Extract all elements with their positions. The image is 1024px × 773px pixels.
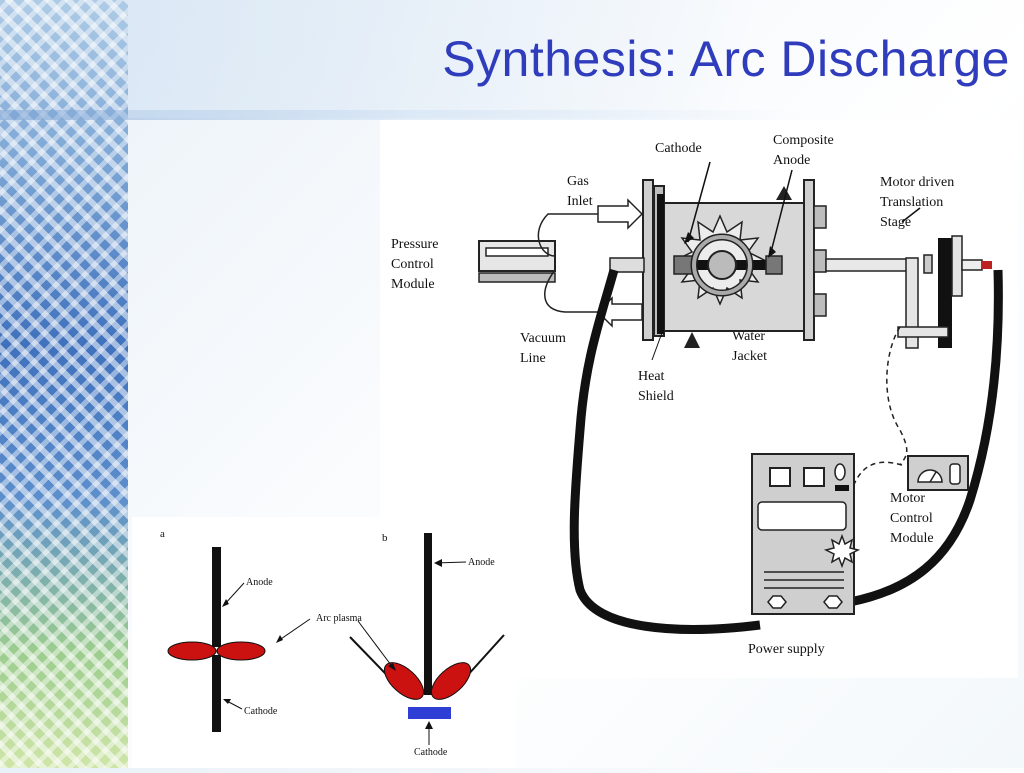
label-pressure-control-1: Pressure	[391, 237, 438, 252]
panel-a-letter: a	[160, 528, 165, 540]
panel-b-anode-label: Anode	[468, 557, 495, 568]
label-motor-stage-1: Motor driven	[880, 175, 954, 190]
label-composite-anode-1: Composite	[773, 133, 834, 148]
label-motor-stage-2: Translation	[880, 195, 943, 210]
electrode-rod	[694, 260, 782, 270]
label-cathode: Cathode	[655, 141, 702, 156]
decorative-top-wash	[128, 0, 1024, 118]
panel-b-anode-rod	[424, 533, 432, 695]
slide-title: Synthesis: Arc Discharge	[442, 31, 1010, 87]
panel-a-plasma-right	[216, 641, 266, 661]
power-cable-left	[569, 268, 761, 634]
motor-translation-stage	[897, 207, 992, 349]
vacuum-outlet-arrow	[596, 296, 643, 328]
label-pressure-control-3: Module	[391, 277, 435, 292]
label-power-supply: Power supply	[748, 642, 825, 657]
panel-b-diagram	[349, 533, 505, 745]
gas-inlet-arrow	[597, 198, 644, 230]
label-motor-stage-3: Stage	[880, 215, 911, 230]
panel-a-anode-label: Anode	[246, 577, 273, 588]
label-motor-control-3: Module	[890, 531, 934, 546]
label-water-jacket-1: Water	[732, 329, 765, 344]
panel-a-anode-rod	[212, 547, 221, 647]
arc-plasma-svg: a b Anode Arc plasma Cathode Anode Catho…	[160, 528, 505, 758]
panel-b-plasma-left	[383, 662, 425, 700]
vacuum-line-hose	[544, 269, 598, 313]
panel-b-cathode-label: Cathode	[414, 747, 448, 758]
power-supply-unit	[751, 453, 861, 615]
label-water-jacket-2: Jacket	[732, 349, 767, 364]
arc-plasma-schematic-panel: a b Anode Arc plasma Cathode Anode Catho…	[132, 517, 516, 768]
label-gas-inlet-1: Gas	[567, 174, 589, 189]
panel-a-diagram	[167, 547, 311, 732]
label-heat-shield-1: Heat	[638, 369, 665, 384]
motor-control-module	[907, 455, 969, 491]
control-line-1	[886, 326, 908, 466]
panel-b-letter: b	[382, 532, 388, 544]
apparatus-svg: Cathode Composite Anode Gas Inlet Pressu…	[391, 133, 1003, 657]
pressure-control-module	[478, 240, 556, 283]
label-heat-shield-2: Shield	[638, 389, 674, 404]
anode-electrode	[765, 255, 783, 275]
label-vacuum-line-1: Vacuum	[520, 331, 566, 346]
panel-a-cathode-rod	[212, 655, 221, 732]
label-motor-control-1: Motor	[890, 491, 925, 506]
label-pressure-control-2: Control	[391, 257, 434, 272]
label-gas-inlet-2: Inlet	[567, 194, 593, 209]
label-vacuum-line-2: Line	[520, 351, 546, 366]
label-composite-anode-2: Anode	[773, 153, 810, 168]
label-motor-control-2: Control	[890, 511, 933, 526]
panel-a-arc-plasma-label: Arc plasma	[316, 613, 362, 624]
panel-a-plasma-left	[167, 641, 217, 661]
panel-b-cathode-block	[408, 707, 451, 719]
panel-b-plasma-right	[430, 662, 472, 700]
gas-line	[537, 213, 598, 257]
reaction-chamber	[609, 161, 915, 361]
power-cable-right	[849, 269, 1003, 607]
panel-a-cathode-label: Cathode	[244, 706, 278, 717]
